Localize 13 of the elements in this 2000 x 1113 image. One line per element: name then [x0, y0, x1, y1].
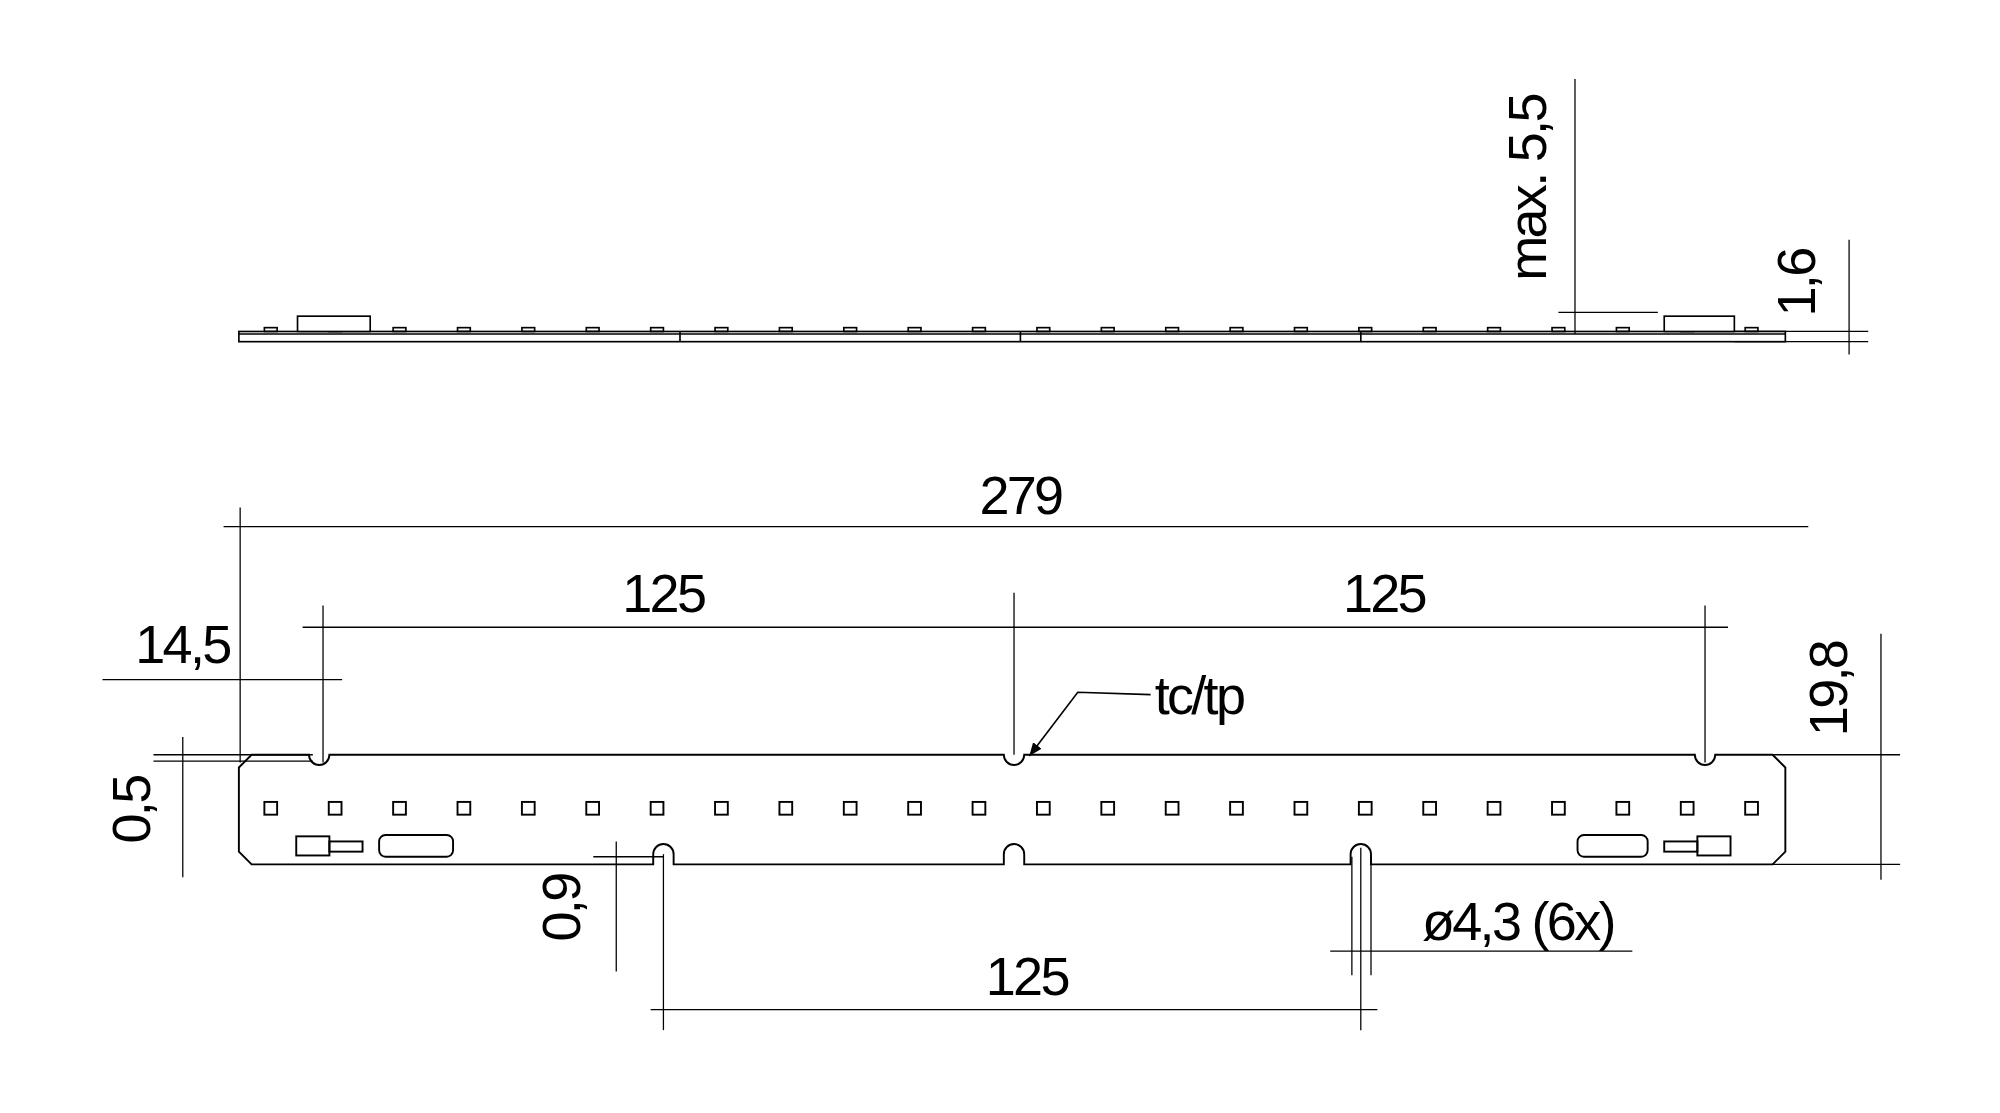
dimension-label: 1,6	[1768, 249, 1823, 317]
dimension-label: 0,9	[534, 874, 589, 942]
dimension-label: 125	[985, 948, 1068, 1003]
dimension-label: 279	[979, 467, 1062, 522]
dimension-label: 125	[1342, 566, 1425, 621]
dimension-label: 0,5	[104, 776, 159, 844]
dimension-label: max. 5,5	[1499, 94, 1554, 281]
callout-label: tc/tp	[1154, 668, 1244, 723]
dimension-label: 19,8	[1800, 641, 1855, 736]
led-board	[237, 753, 1787, 866]
leader-line	[1028, 691, 1152, 757]
dimension-label: 125	[622, 566, 705, 621]
dimension-label: 14,5	[135, 617, 230, 672]
